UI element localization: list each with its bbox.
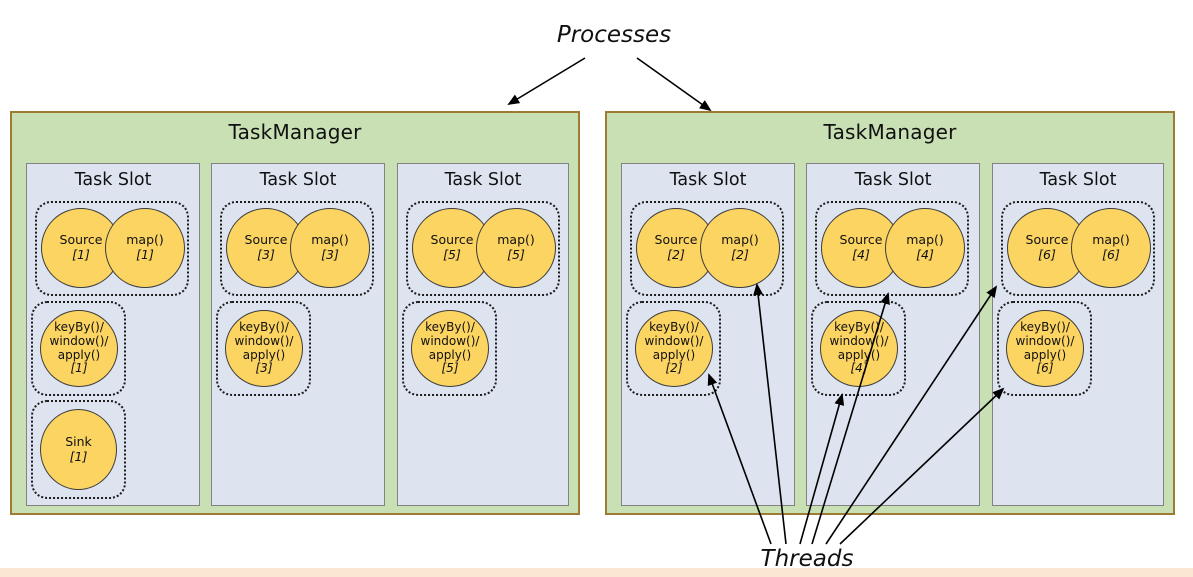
- source-map-group-border: [220, 201, 374, 296]
- threads-annotation: Threads: [760, 546, 854, 572]
- task-slot-1: Task Slot Source [1] map() [1] keyBy()/ …: [26, 163, 200, 506]
- operator-index: [5]: [443, 247, 461, 262]
- map-task-circle: map() [5]: [476, 208, 556, 288]
- operator-label: map(): [1092, 232, 1130, 248]
- sink-task-circle: Sink [1]: [40, 409, 117, 490]
- operator-index: [6]: [1102, 247, 1120, 262]
- source-task-circle: Source [5]: [412, 208, 492, 288]
- task-slot-title: Task Slot: [74, 170, 152, 190]
- map-task-circle: map() [1]: [105, 208, 185, 288]
- operator-index: [3]: [255, 361, 273, 376]
- operator-index: [3]: [321, 247, 339, 262]
- process-arrow-right: [636, 57, 712, 112]
- operator-index: [1]: [69, 448, 88, 464]
- operator-index: [4]: [850, 361, 868, 376]
- operator-label: keyBy()/ window()/ apply(): [234, 319, 294, 362]
- operator-label: Source: [654, 232, 698, 248]
- source-map-group-border: [1001, 201, 1155, 296]
- task-slot-5: Task Slot Source [4] map() [4] keyBy()/ …: [806, 163, 980, 506]
- keyby-task-circle: keyBy()/ window()/ apply() [6]: [1006, 310, 1084, 387]
- task-slot-6: Task Slot Source [6] map() [6] keyBy()/ …: [992, 163, 1164, 506]
- operator-label: keyBy()/ window()/ apply(): [829, 319, 889, 362]
- operator-index: [2]: [731, 247, 749, 262]
- map-task-circle: map() [2]: [700, 208, 780, 288]
- taskmanager-title: TaskManager: [823, 120, 957, 144]
- operator-label: Source: [430, 232, 474, 248]
- keyby-group-border: [31, 301, 126, 396]
- operator-index: [4]: [852, 247, 870, 262]
- sink-group-border: [31, 400, 126, 499]
- operator-index: [6]: [1038, 247, 1056, 262]
- taskmanager-1: TaskManager Task Slot Source [1] map() […: [10, 111, 580, 515]
- operator-label: map(): [906, 232, 944, 248]
- task-slot-2: Task Slot Source [3] map() [3] keyBy()/ …: [211, 163, 385, 506]
- keyby-task-circle: keyBy()/ window()/ apply() [1]: [40, 310, 118, 387]
- bottom-accent-strip: [0, 568, 1193, 577]
- operator-index: [2]: [667, 247, 685, 262]
- source-map-group-border: [630, 201, 784, 296]
- taskmanager-title: TaskManager: [228, 120, 362, 144]
- operator-label: keyBy()/ window()/ apply(): [49, 319, 109, 362]
- task-slot-title: Task Slot: [444, 170, 522, 190]
- keyby-task-circle: keyBy()/ window()/ apply() [2]: [635, 310, 713, 387]
- keyby-group-border: [402, 301, 497, 396]
- operator-index: [2]: [665, 361, 683, 376]
- operator-label: Source: [839, 232, 883, 248]
- keyby-group-border: [997, 301, 1092, 396]
- taskmanager-2: TaskManager Task Slot Source [2] map() […: [605, 111, 1175, 515]
- operator-index: [1]: [70, 361, 88, 376]
- operator-label: Source: [1025, 232, 1069, 248]
- operator-label: map(): [311, 232, 349, 248]
- keyby-task-circle: keyBy()/ window()/ apply() [4]: [820, 310, 898, 387]
- operator-label: map(): [497, 232, 535, 248]
- operator-index: [5]: [507, 247, 525, 262]
- operator-index: [3]: [257, 247, 275, 262]
- process-arrow-left: [507, 57, 586, 106]
- task-slot-title: Task Slot: [259, 170, 337, 190]
- operator-label: keyBy()/ window()/ apply(): [1015, 319, 1075, 362]
- operator-index: [1]: [136, 247, 154, 262]
- map-task-circle: map() [3]: [290, 208, 370, 288]
- source-map-group-border: [35, 201, 189, 296]
- operator-label: Source: [244, 232, 288, 248]
- keyby-group-border: [626, 301, 721, 396]
- operator-label: keyBy()/ window()/ apply(): [644, 319, 704, 362]
- operator-label: keyBy()/ window()/ apply(): [420, 319, 480, 362]
- task-slot-title: Task Slot: [854, 170, 932, 190]
- operator-label: map(): [721, 232, 759, 248]
- keyby-group-border: [216, 301, 311, 396]
- task-slot-4: Task Slot Source [2] map() [2] keyBy()/ …: [621, 163, 795, 506]
- operator-label: Source: [59, 232, 103, 248]
- operator-label: map(): [126, 232, 164, 248]
- operator-index: [4]: [916, 247, 934, 262]
- task-slot-3: Task Slot Source [5] map() [5] keyBy()/ …: [397, 163, 569, 506]
- source-map-group-border: [406, 201, 560, 296]
- task-slot-title: Task Slot: [669, 170, 747, 190]
- keyby-task-circle: keyBy()/ window()/ apply() [3]: [225, 310, 303, 387]
- task-slot-title: Task Slot: [1039, 170, 1117, 190]
- map-task-circle: map() [4]: [885, 208, 965, 288]
- operator-index: [6]: [1036, 361, 1054, 376]
- operator-index: [5]: [441, 361, 459, 376]
- operator-label: Sink: [65, 433, 92, 449]
- map-task-circle: map() [6]: [1071, 208, 1151, 288]
- operator-index: [1]: [72, 247, 90, 262]
- keyby-task-circle: keyBy()/ window()/ apply() [5]: [411, 310, 489, 387]
- processes-annotation: Processes: [556, 22, 672, 48]
